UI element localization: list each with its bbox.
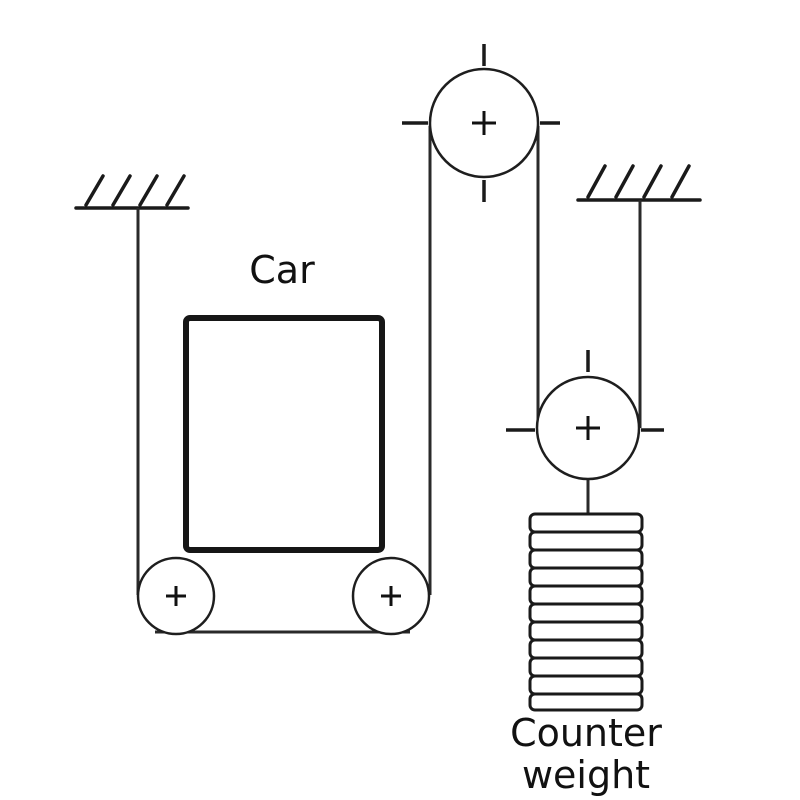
car-box	[183, 315, 385, 553]
right-ceiling-anchor	[576, 164, 702, 202]
top-sheave	[402, 44, 560, 202]
counterweight-label: Counter weight	[486, 712, 686, 796]
car-label: Car	[249, 248, 315, 292]
counterweight-sheave	[506, 350, 664, 481]
counterweight-stack	[528, 512, 644, 712]
counterweight-label-line1: Counter	[510, 711, 662, 755]
counterweight-label-line2: weight	[521, 753, 651, 797]
car-sheave-left	[136, 556, 216, 636]
left-ceiling-anchor	[74, 174, 190, 210]
rope-system	[136, 126, 642, 634]
car-sheave-right	[351, 556, 431, 636]
